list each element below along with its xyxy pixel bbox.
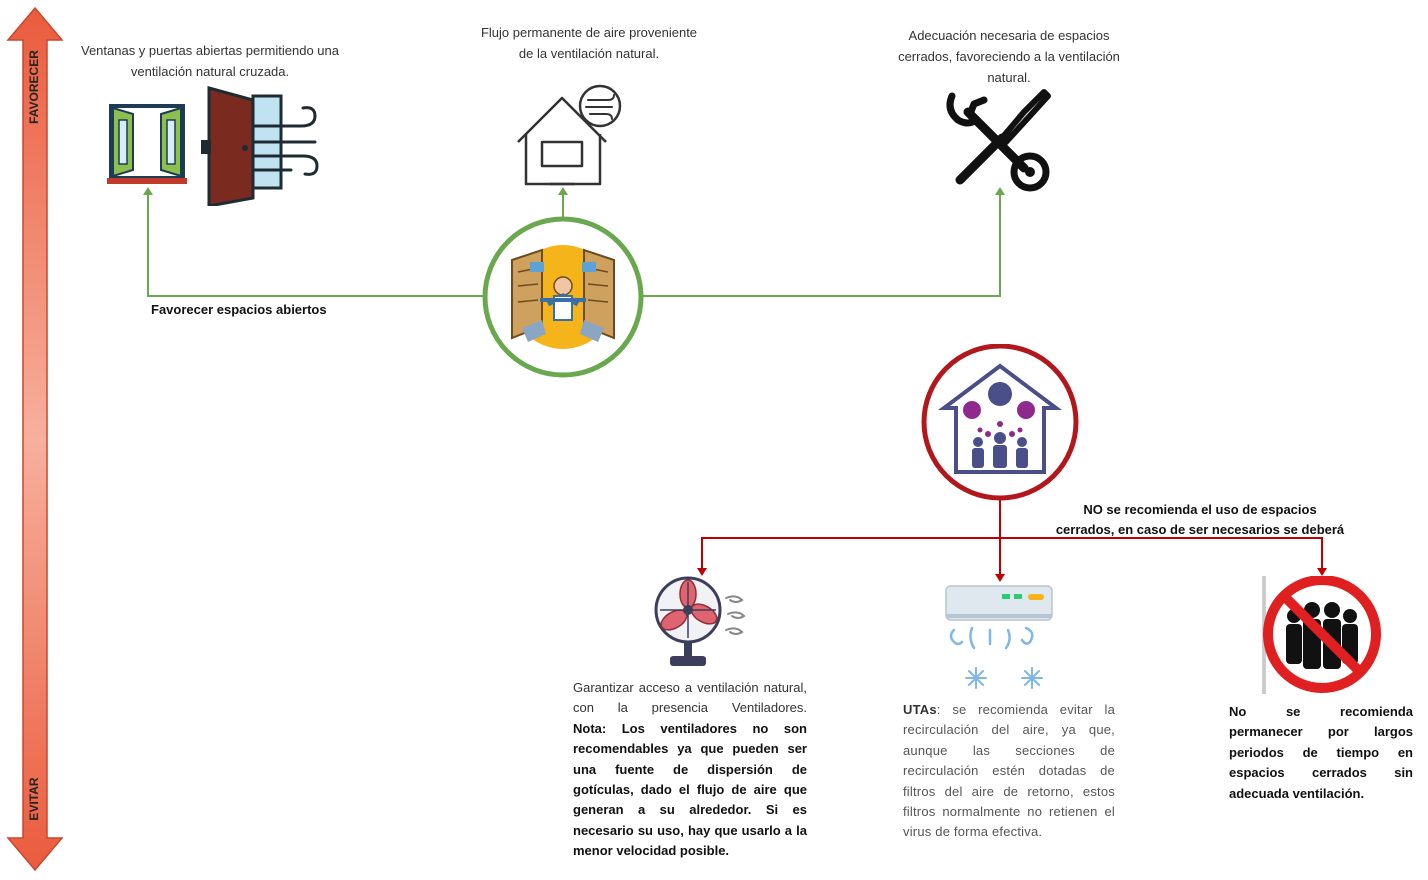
no-crowds-icon <box>1262 576 1381 694</box>
window-door-caption: Ventanas y puertas abiertas permitiendo … <box>80 43 339 79</box>
fan-text: Garantizar acceso a ventilación natural,… <box>573 680 807 716</box>
uta-title: UTAs <box>903 702 937 717</box>
fan-description: Garantizar acceso a ventilación natural,… <box>573 678 807 862</box>
fan-icon <box>654 576 746 666</box>
air-conditioner-icon <box>945 585 1053 689</box>
uta-text: : se recomienda evitar la recirculación … <box>903 702 1115 840</box>
evitar-center-label-line2: cerrados, en caso de ser necesarios se d… <box>1055 522 1345 537</box>
fan-note: Nota: Los ventiladores no son recomendab… <box>573 720 807 859</box>
evitar-center-label-line1: NO se recomienda el uso de espacios <box>1083 502 1317 517</box>
crowd-description: No se recomienda permanecer por largos p… <box>1229 704 1413 801</box>
closed-spaces-circle <box>921 344 1079 501</box>
house-airflow-icon <box>517 84 622 186</box>
favorecer-evitar-arrow <box>6 6 64 872</box>
open-spaces-circle <box>482 216 644 378</box>
evitar-center-label: NO se recomienda el uso de espacios cerr… <box>1020 500 1380 540</box>
tools-icon <box>946 89 1051 192</box>
uta-description: UTAs: se recomienda evitar la recirculac… <box>903 700 1115 843</box>
favorecer-center-label: Favorecer espacios abiertos <box>151 302 327 317</box>
tools-caption: Adecuación necesaria de espacios cerrado… <box>898 28 1120 85</box>
open-window-door-icon <box>107 86 319 206</box>
airflow-caption: Flujo permanente de aire proveniente de … <box>480 25 698 61</box>
